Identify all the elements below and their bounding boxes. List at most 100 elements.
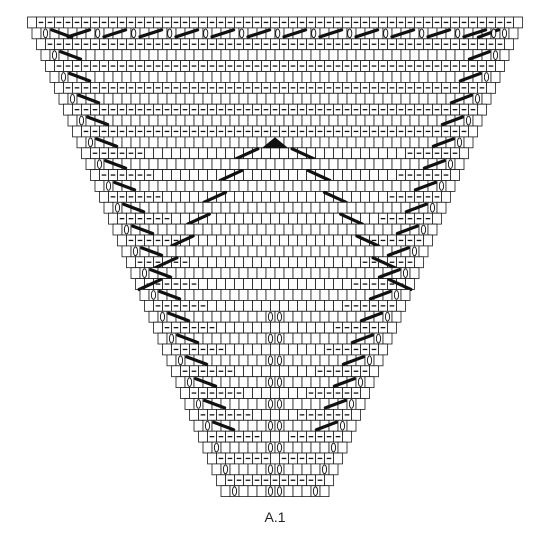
stitch-cell bbox=[337, 71, 348, 83]
stitch-cell bbox=[256, 485, 267, 498]
stitch-cell bbox=[382, 332, 393, 345]
double-decrease-symbol bbox=[261, 137, 289, 149]
stitch-cell bbox=[238, 158, 249, 170]
stitch-cell bbox=[364, 223, 375, 236]
stitch-cell bbox=[211, 463, 222, 476]
stitch-cell bbox=[202, 49, 213, 62]
stitch-cell bbox=[373, 136, 384, 149]
stitch-cell bbox=[328, 71, 339, 83]
stitch-cell bbox=[153, 321, 163, 334]
stitch-cell bbox=[54, 82, 64, 94]
stitch-cell bbox=[283, 419, 294, 432]
stitch-cell bbox=[346, 289, 357, 301]
stitch-cell bbox=[202, 245, 213, 258]
stitch-cell bbox=[279, 190, 289, 203]
decrease-symbol bbox=[158, 289, 182, 301]
stitch-cell bbox=[301, 376, 312, 389]
decrease-symbol bbox=[140, 246, 164, 257]
stitch-cell bbox=[220, 114, 231, 127]
stitch-cell bbox=[292, 310, 303, 323]
stitch-cell bbox=[333, 278, 343, 290]
stitch-cell bbox=[454, 49, 465, 62]
stitch-cell bbox=[139, 71, 150, 83]
stitch-cell bbox=[382, 92, 393, 105]
decrease-symbol bbox=[169, 234, 195, 248]
yarn-over-symbol bbox=[204, 420, 211, 431]
stitch-cell bbox=[364, 158, 375, 170]
stitch-cell bbox=[310, 180, 321, 192]
diagram-label: A.1 bbox=[264, 509, 286, 525]
stitch-cell bbox=[324, 299, 334, 312]
stitch-cell bbox=[283, 245, 294, 258]
stitch-cell bbox=[315, 299, 325, 312]
stitch-cell bbox=[211, 245, 222, 258]
yarn-over-symbol bbox=[167, 28, 173, 39]
stitch-cell bbox=[418, 114, 429, 127]
stitch-cell bbox=[297, 387, 307, 399]
stitch-cell bbox=[216, 278, 226, 290]
decrease-symbol bbox=[426, 28, 452, 39]
stitch-cell bbox=[387, 169, 397, 181]
stitch-cell bbox=[184, 245, 195, 258]
stitch-cell bbox=[297, 321, 307, 334]
stitch-cell bbox=[391, 71, 402, 83]
stitch-cell bbox=[346, 267, 357, 280]
stitch-cell bbox=[355, 201, 366, 214]
stitch-cell bbox=[360, 387, 370, 399]
stitch-cell bbox=[202, 223, 213, 236]
stitch-cell bbox=[310, 114, 321, 127]
yarn-over-symbol bbox=[312, 486, 319, 497]
stitch-cell bbox=[126, 256, 136, 269]
stitch-cell bbox=[310, 267, 321, 280]
stitch-cell bbox=[463, 136, 474, 149]
stitch-cell bbox=[292, 92, 303, 105]
stitch-cell bbox=[288, 321, 298, 334]
yarn-over-symbol bbox=[96, 159, 103, 170]
stitch-cell bbox=[342, 234, 352, 247]
decrease-symbol bbox=[95, 137, 119, 148]
stitch-cell bbox=[369, 169, 379, 181]
stitch-cell bbox=[382, 158, 393, 170]
stitch-cell bbox=[247, 158, 258, 170]
stitch-cell bbox=[220, 49, 231, 62]
stitch-cell bbox=[103, 201, 114, 214]
stitch-cell bbox=[324, 147, 334, 160]
stitch-cell bbox=[45, 60, 55, 72]
stitch-cell bbox=[112, 49, 123, 62]
stitch-cell bbox=[256, 376, 267, 389]
stitch-cell bbox=[378, 169, 388, 181]
decrease-symbol bbox=[59, 50, 83, 61]
stitch-cell bbox=[301, 267, 312, 280]
stitch-cell bbox=[274, 71, 285, 83]
yarn-over-symbol bbox=[276, 486, 283, 497]
stitch-cell bbox=[256, 354, 267, 367]
decrease-symbol bbox=[66, 28, 92, 39]
stitch-cell bbox=[283, 289, 294, 301]
stitch-cell bbox=[333, 147, 343, 160]
stitch-cell bbox=[238, 136, 249, 149]
stitch-cell bbox=[247, 114, 258, 127]
stitch-cell bbox=[220, 332, 231, 345]
stitch-cell bbox=[283, 441, 294, 454]
stitch-cell bbox=[310, 332, 321, 345]
stitch-cell bbox=[220, 289, 231, 301]
decrease-symbol bbox=[185, 355, 209, 366]
stitch-cell bbox=[346, 201, 357, 214]
stitch-cell bbox=[216, 321, 226, 334]
stitch-cell bbox=[391, 180, 402, 192]
stitch-cell bbox=[198, 169, 208, 181]
stitch-cell bbox=[495, 60, 505, 72]
stitch-cell bbox=[391, 310, 402, 323]
yarn-over-symbol bbox=[105, 181, 112, 191]
stitch-cell bbox=[198, 147, 208, 160]
stitch-cell bbox=[216, 256, 226, 269]
stitch-cell bbox=[292, 419, 303, 432]
stitch-cell bbox=[108, 212, 118, 225]
stitch-cell bbox=[175, 180, 186, 192]
stitch-cell bbox=[216, 299, 226, 312]
stitch-cell bbox=[193, 419, 204, 432]
stitch-cell bbox=[180, 169, 190, 181]
stitch-cell bbox=[247, 289, 258, 301]
yarn-over-symbol bbox=[267, 355, 274, 366]
stitch-cell bbox=[310, 463, 321, 476]
